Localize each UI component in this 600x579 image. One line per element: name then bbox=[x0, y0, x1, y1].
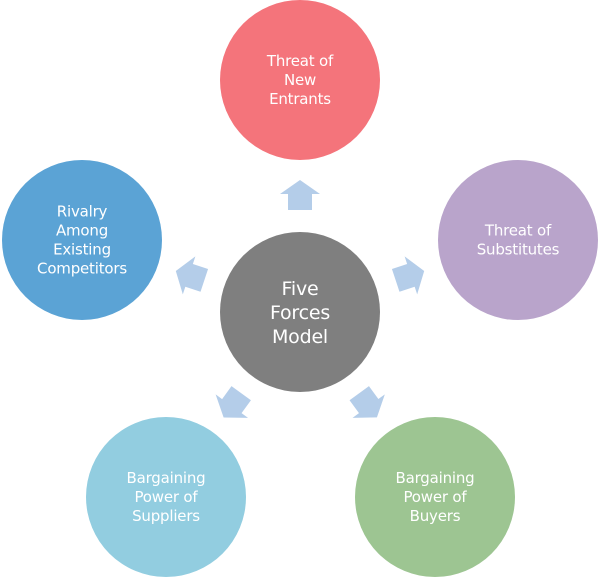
force-rivalry-label-line: Existing bbox=[53, 241, 111, 259]
arrows-layer bbox=[175, 180, 425, 418]
force-buyers-circle bbox=[355, 417, 515, 577]
center-node-label-line: Forces bbox=[270, 302, 330, 324]
arrow-to-substitutes bbox=[391, 256, 425, 295]
center-node-label-line: Model bbox=[272, 326, 328, 348]
force-substitutes-label-line: Threat of bbox=[484, 222, 552, 240]
force-rivalry-label-line: Among bbox=[56, 222, 108, 240]
force-rivalry-label-line: Rivalry bbox=[57, 203, 108, 221]
force-new-entrants-label-line: Threat of bbox=[266, 52, 334, 70]
force-suppliers-label-line: Power of bbox=[135, 488, 199, 506]
force-suppliers-label-line: Bargaining bbox=[127, 469, 206, 487]
force-buyers-label-line: Bargaining bbox=[396, 469, 475, 487]
force-suppliers-circle bbox=[86, 417, 246, 577]
force-suppliers-label-line: Suppliers bbox=[132, 507, 200, 525]
arrow-to-buyers bbox=[349, 386, 385, 418]
force-rivalry-circle bbox=[2, 160, 162, 320]
force-rivalry-label-line: Competitors bbox=[37, 260, 127, 278]
force-new-entrants-label-line: New bbox=[284, 71, 316, 89]
arrow-to-rivalry bbox=[175, 256, 209, 295]
arrow-to-suppliers bbox=[215, 386, 251, 418]
force-buyers-label-line: Buyers bbox=[410, 507, 461, 525]
force-substitutes-circle bbox=[438, 160, 598, 320]
force-new-entrants-circle bbox=[220, 0, 380, 160]
force-new-entrants-label-line: Entrants bbox=[269, 90, 331, 108]
center-node-label-line: Five bbox=[282, 278, 319, 300]
force-buyers-label-line: Power of bbox=[404, 488, 468, 506]
arrow-to-new-entrants bbox=[280, 180, 320, 210]
force-substitutes-label-line: Substitutes bbox=[477, 241, 560, 259]
center-node-circle bbox=[220, 232, 380, 392]
